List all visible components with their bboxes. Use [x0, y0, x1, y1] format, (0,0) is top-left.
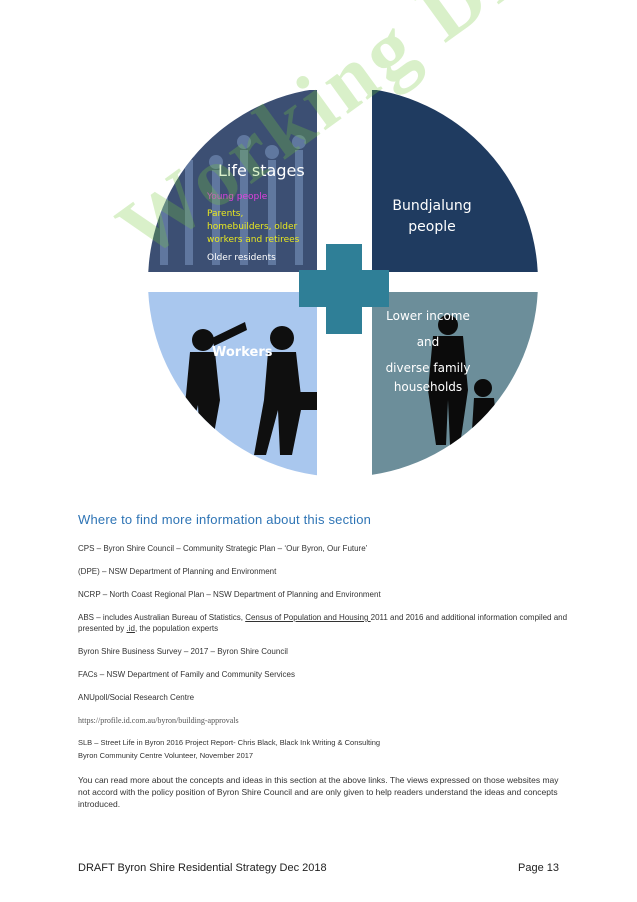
ref-slb-2: Byron Community Centre Volunteer, Novemb… [78, 751, 254, 760]
section-heading: Where to find more information about thi… [78, 512, 372, 527]
abs-text-3: , the population experts [134, 624, 219, 633]
lower-income-label-3: diverse family [386, 361, 471, 375]
ref-cps: CPS – Byron Shire Council – Community St… [78, 544, 368, 553]
bundjalung-label-1: Bundjalung [392, 198, 471, 214]
life-stage-parents-1: Parents, [207, 209, 243, 219]
more-information-section: Where to find more information about thi… [78, 512, 568, 822]
bundjalung-label-2: people [408, 219, 455, 235]
page-footer: DRAFT Byron Shire Residential Strategy D… [78, 862, 559, 874]
ref-business-survey: Byron Shire Business Survey – 2017 – Byr… [78, 647, 288, 656]
disclaimer-note: You can read more about the concepts and… [78, 775, 559, 809]
ref-abs: ABS – includes Australian Bureau of Stat… [78, 612, 568, 634]
life-stages-title: Life stages [218, 161, 305, 180]
bundjalung-quadrant [372, 90, 538, 272]
workers-label: Workers [212, 345, 273, 360]
lower-income-label-4: households [394, 380, 462, 394]
id-link[interactable]: .id [126, 624, 135, 633]
lower-income-label-1: Lower income [386, 309, 470, 323]
abs-text-2: 2011 and 2016 and additional information… [78, 613, 568, 633]
page-number: Page 13 [518, 862, 559, 874]
life-stage-older: Older residents [207, 253, 276, 263]
life-stage-parents-2: homebuilders, older [207, 222, 298, 232]
life-stage-parents-3: workers and retirees [207, 235, 300, 245]
ref-slb-1: SLB – Street Life in Byron 2016 Project … [78, 738, 381, 747]
ref-anupoll: ANUpoll/Social Research Centre [78, 693, 195, 702]
census-link[interactable]: Census of Population and Housing [245, 613, 371, 622]
community-groups-diagram: Life stages Young people Parents, homebu… [148, 90, 538, 477]
footer-document-title: DRAFT Byron Shire Residential Strategy D… [78, 862, 327, 874]
abs-text-1: ABS – includes Australian Bureau of Stat… [78, 613, 246, 622]
workers-quadrant [148, 292, 325, 477]
life-stage-young: Young people [206, 192, 268, 202]
building-approvals-link[interactable]: https://profile.id.com.au/byron/building… [78, 716, 239, 725]
lower-income-label-2: and [417, 335, 440, 349]
ref-facs: FACs – NSW Department of Family and Comm… [78, 670, 295, 679]
ref-ncrp: NCRP – North Coast Regional Plan – NSW D… [78, 590, 381, 599]
ref-dpe: (DPE) – NSW Department of Planning and E… [78, 567, 277, 576]
plus-icon [299, 244, 389, 334]
